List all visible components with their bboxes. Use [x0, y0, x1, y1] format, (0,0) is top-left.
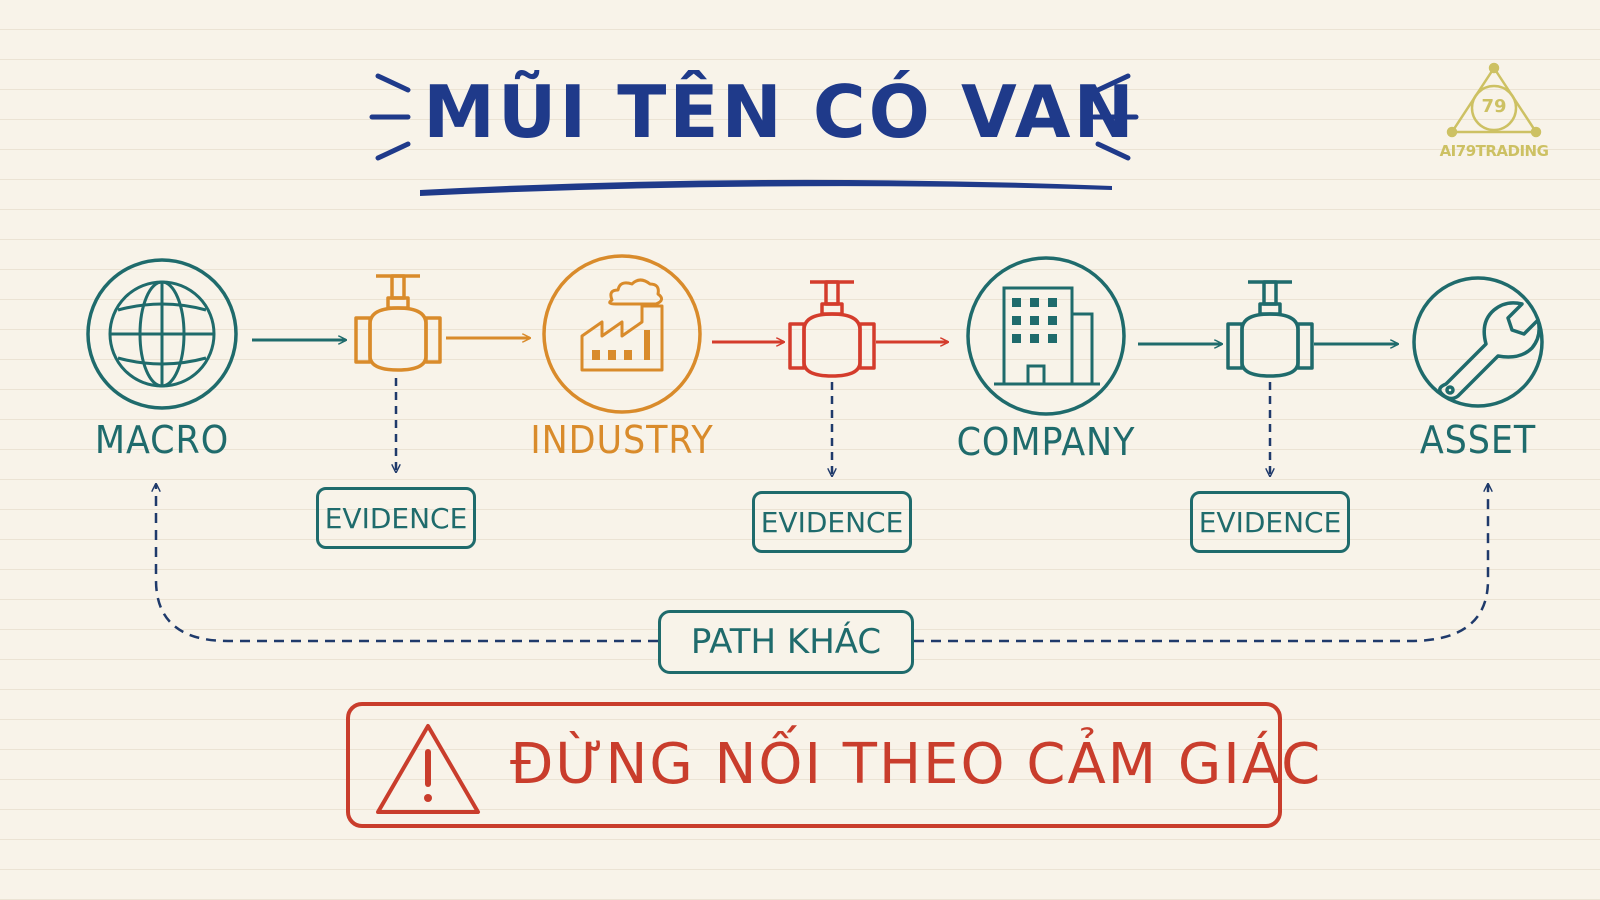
- logo-icon: [1446, 62, 1542, 138]
- wrench-icon: [1438, 301, 1541, 401]
- valve-icon: [354, 274, 442, 372]
- title-decoration-left: [369, 73, 411, 161]
- logo-text: AI79TRADING: [1439, 142, 1549, 160]
- node-macro: [86, 258, 238, 410]
- node-label-industry: INDUSTRY: [530, 418, 714, 462]
- node-label-company: COMPANY: [956, 420, 1136, 464]
- valve-1: [354, 274, 442, 372]
- logo-number: 79: [1481, 96, 1507, 117]
- evidence-box-3: EVIDENCE: [1190, 491, 1350, 553]
- valve-2: [788, 280, 876, 378]
- alternate-path-line-right: [914, 484, 1488, 643]
- factory-icon: [580, 278, 664, 372]
- building-icon: [994, 286, 1100, 386]
- node-industry: [542, 254, 702, 414]
- warning-box: [346, 702, 1282, 828]
- evidence-box-1: EVIDENCE: [316, 487, 476, 549]
- valve-3: [1226, 280, 1314, 378]
- alternate-path-line: [156, 484, 658, 643]
- warning-text: ĐỪNG NỐI THEO CẢM GIÁC: [510, 732, 1323, 797]
- warning-triangle-icon: [376, 724, 480, 814]
- alternate-path-label: PATH KHÁC: [658, 610, 914, 674]
- node-asset: [1412, 276, 1544, 408]
- evidence-box-2: EVIDENCE: [752, 491, 912, 553]
- title-decoration-right: [1091, 73, 1139, 161]
- page-title: MŨI TÊN CÓ VAN: [423, 70, 1137, 154]
- node-company: [966, 256, 1126, 416]
- title-underline: [420, 179, 1112, 196]
- globe-icon: [108, 280, 216, 388]
- node-label-asset: ASSET: [1419, 418, 1537, 462]
- valve-icon: [1226, 280, 1314, 378]
- node-label-macro: MACRO: [94, 418, 230, 462]
- valve-icon: [788, 280, 876, 378]
